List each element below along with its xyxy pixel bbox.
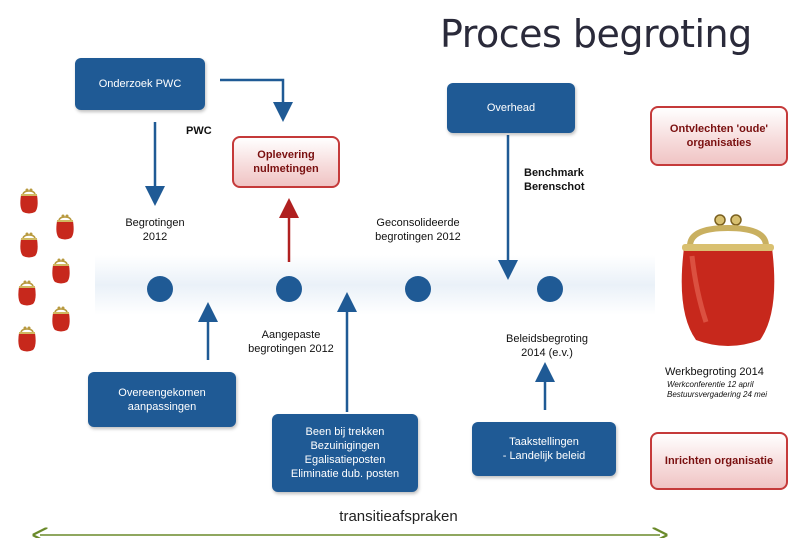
label-beleidsbegroting-line2: 2014 (e.v.): [521, 347, 573, 359]
arrow-onderzoek-oplevering: [220, 78, 293, 122]
box-taakstellingen-line2: - Landelijk beleid: [502, 450, 586, 462]
label-aangepaste-line1: Aangepaste: [261, 329, 321, 341]
label-begrotingen-line2: 2012: [142, 231, 168, 243]
timeline-dot-2: [276, 276, 302, 302]
label-werkbegroting-sub: Werkconferentie 12 april Bestuursvergade…: [667, 380, 795, 400]
label-geconsolideerde-line2: begrotingen 2012: [375, 231, 461, 243]
label-benchmark-line1: Benchmark: [524, 167, 584, 179]
timeline-dot-1: [147, 276, 173, 302]
label-benchmark-line2: Berenschot: [524, 181, 585, 193]
label-werkbegroting: Werkbegroting 2014: [665, 366, 764, 378]
box-been-line4: Eliminatie dub. posten: [290, 468, 400, 480]
box-inrichten-text: Inrichten organisatie: [664, 455, 774, 467]
box-ontvlechten-line1: Ontvlechten 'oude': [669, 123, 769, 135]
box-overeengekomen: Overeengekomen aanpassingen: [88, 372, 236, 427]
box-onderzoek-pwc-text: Onderzoek PWC: [98, 78, 182, 90]
diagram-title: Proces begroting: [440, 12, 752, 56]
small-purse-icon-3: [19, 231, 39, 259]
timeline-dot-3: [405, 276, 431, 302]
box-been-line3: Egalisatieposten: [304, 454, 386, 466]
small-purses-group: [18, 187, 75, 353]
label-pwc: PWC: [186, 125, 212, 137]
label-geconsolideerde-line1: Geconsolideerde: [376, 217, 460, 229]
box-overeengekomen-line1: Overeengekomen: [118, 386, 206, 399]
box-oplevering-line1: Oplevering: [257, 149, 315, 161]
box-oplevering-nulmetingen: Oplevering nulmetingen: [232, 136, 340, 188]
box-inrichten-organisatie: Inrichten organisatie: [650, 432, 788, 490]
box-ontvlechten: Ontvlechten 'oude' organisaties: [650, 106, 788, 166]
box-ontvlechten-line2: organisaties: [686, 137, 752, 149]
small-purse-icon-7: [18, 325, 37, 353]
box-overhead-text: Overhead: [486, 102, 536, 114]
large-purse-icon: [681, 214, 775, 346]
label-aangepaste: Aangepaste begrotingen 2012: [236, 328, 346, 356]
small-purse-icon-2: [55, 213, 75, 241]
label-werkbegroting-sub2: Bestuursvergadering 24 mei: [667, 390, 768, 399]
small-purse-icon-6: [51, 305, 71, 333]
box-oplevering-line2: nulmetingen: [253, 163, 319, 175]
label-transitieafspraken: transitieafspraken: [339, 508, 458, 525]
label-begrotingen: Begrotingen 2012: [110, 216, 200, 244]
timeline-dot-4: [537, 276, 563, 302]
label-beleidsbegroting-line1: Beleidsbegroting: [506, 333, 588, 345]
label-werkbegroting-sub1: Werkconferentie 12 april: [667, 380, 754, 389]
box-overhead: Overhead: [447, 83, 575, 133]
label-begrotingen-line1: Begrotingen: [125, 217, 185, 229]
small-purse-icon-5: [18, 279, 37, 307]
small-purse-icon-1: [19, 187, 39, 215]
label-geconsolideerde: Geconsolideerde begrotingen 2012: [358, 216, 478, 244]
label-aangepaste-line2: begrotingen 2012: [248, 343, 334, 355]
box-been-bij-trekken: Been bij trekken Bezuinigingen Egalisati…: [272, 414, 418, 492]
small-purse-icon-4: [51, 257, 71, 285]
box-overeengekomen-line2: aanpassingen: [127, 400, 197, 413]
box-been-line2: Bezuinigingen: [310, 440, 380, 452]
box-onderzoek-pwc: Onderzoek PWC: [75, 58, 205, 110]
label-beleidsbegroting: Beleidsbegroting 2014 (e.v.): [492, 332, 602, 360]
box-been-line1: Been bij trekken: [305, 426, 385, 438]
box-taakstellingen: Taakstellingen - Landelijk beleid: [472, 422, 616, 476]
label-benchmark: Benchmark Berenschot: [524, 166, 614, 194]
box-taakstellingen-line1: Taakstellingen: [509, 436, 579, 448]
